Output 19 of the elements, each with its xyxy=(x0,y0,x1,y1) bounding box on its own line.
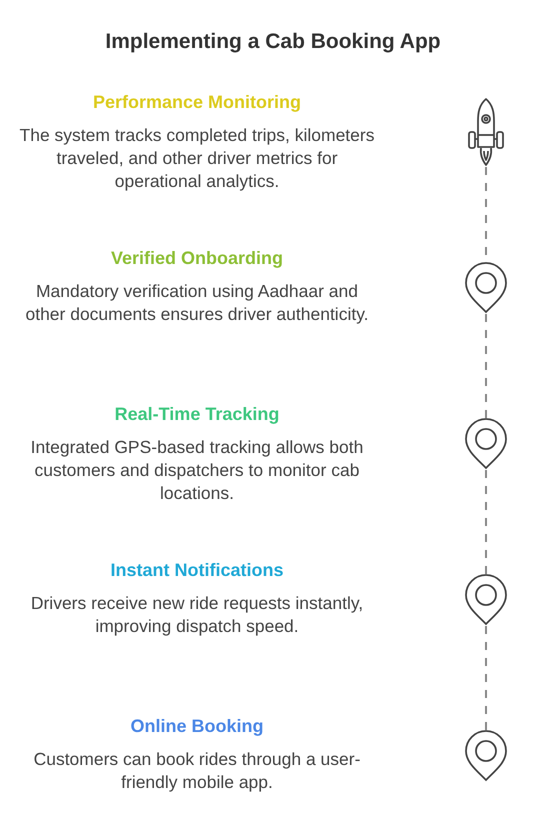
step-heading: Verified Onboarding xyxy=(110,247,284,270)
step-heading: Real-Time Tracking xyxy=(114,403,280,426)
step-description: The system tracks completed trips, kilometers traveled, and other driver metrics for operational analytics. xyxy=(18,124,376,193)
step-heading: Online Booking xyxy=(130,715,264,738)
step-description: Customers can book rides through a user-friendly mobile app. xyxy=(32,748,362,794)
step-heading: Performance Monitoring xyxy=(92,91,302,114)
dashed-connector xyxy=(485,314,487,418)
step-heading: Instant Notifications xyxy=(110,559,284,582)
dashed-connector xyxy=(485,470,487,574)
location-pin-icon xyxy=(464,418,508,470)
location-pin-icon xyxy=(464,730,508,782)
step-description: Mandatory verification using Aadhaar and other documents ensures driver authenticity. xyxy=(24,280,370,326)
location-pin-icon xyxy=(464,574,508,626)
rocket-icon xyxy=(466,97,506,167)
title: Implementing a Cab Booking App xyxy=(104,29,442,55)
step-description: Drivers receive new ride requests instantly, improving dispatch speed. xyxy=(30,592,364,638)
dashed-connector xyxy=(485,626,487,730)
step-description: Integrated GPS-based tracking allows both customers and dispatchers to monitor cab locations. xyxy=(30,436,364,505)
location-pin-icon xyxy=(464,262,508,314)
